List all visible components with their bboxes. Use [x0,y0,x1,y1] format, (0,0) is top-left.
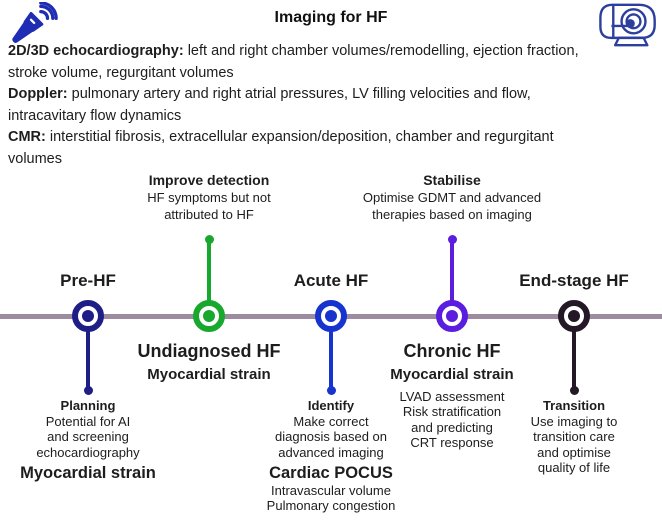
stem-cap-undiagnosed-hf [204,235,214,244]
note-line: Make correct [293,414,369,429]
marker-dot [446,310,458,322]
note-line: and optimise [537,444,611,460]
summary-line: CMR: interstitial fibrosis, extracellula… [8,127,658,149]
stage-label-pre-hf: Pre-HF [60,271,116,290]
marker-dot [325,310,337,322]
marker-dot [82,310,94,322]
stem-cap-acute-hf [326,386,336,395]
stem-end-stage-hf [572,330,576,390]
note-end-stage-hf: Transition Use imaging to transition car… [479,398,662,475]
summary-line: Doppler: pulmonary artery and right atri… [8,84,658,106]
note-heading: Transition [542,398,606,413]
stage-label-undiagnosed-hf: Undiagnosed HF [137,341,281,361]
note-line: and screening [47,429,129,445]
summary-line: 2D/3D echocardiography: left and right c… [8,41,658,63]
summary-line: stroke volume, regurgitant volumes [8,63,658,85]
detail-chronic-hf: LVAD assessment Risk stratification and … [357,389,547,450]
timeline-marker-acute-hf [315,300,347,332]
note-line: Intravascular volume [271,482,391,498]
modality-text: stroke volume, regurgitant volumes [8,64,234,81]
modality-text: interstitial fibrosis, extracellular exp… [45,129,554,145]
note-emphasis: Cardiac POCUS [269,463,393,482]
detail-line: and predicting [411,419,493,435]
modality-text: pulmonary artery and right atrial pressu… [67,86,531,102]
note-heading: Identify [307,398,355,413]
note-heading: Planning [60,398,116,413]
summary-line: intracavitary flow dynamics [8,106,658,128]
modality-text: volumes [8,150,62,167]
note-line: transition care [533,429,615,445]
callout-line: therapies based on imaging [372,207,532,222]
stage-label-end-stage-hf: End-stage HF [519,271,629,290]
note-line: Pulmonary congestion [266,498,396,514]
note-line: diagnosis based on [274,429,388,445]
note-line: echocardiography [36,444,140,460]
callout-stabilise: Stabilise Optimise GDMT and advanced the… [337,171,567,223]
imaging-modalities-summary: 2D/3D echocardiography: left and right c… [8,41,658,170]
note-line: quality of life [537,459,611,475]
callout-heading: Stabilise [423,172,481,188]
stage-label-acute-hf: Acute HF [293,271,369,290]
stem-chronic-hf [450,240,454,302]
note-acute-hf: Identify Make correct diagnosis based on… [236,398,426,513]
modality-label: CMR: [8,129,46,145]
stem-pre-hf [86,330,90,390]
note-line: Use imaging to [530,414,618,429]
stage-sublabel-chronic-hf: Myocardial strain [390,366,514,383]
callout-line: Optimise GDMT and advanced [362,190,542,205]
mri-scanner-icon [599,3,656,47]
modality-label: Doppler: [8,86,68,102]
note-pre-hf: Planning Potential for AI and screening … [0,398,183,483]
timeline-marker-pre-hf [72,300,104,332]
stem-cap-end-stage-hf [569,386,579,395]
stage-sublabel-undiagnosed-hf: Myocardial strain [147,366,271,383]
note-line: Potential for AI [45,414,131,429]
page-title: Imaging for HF [274,9,388,26]
ultrasound-probe-icon [12,2,58,43]
detail-line: Risk stratification [402,404,502,420]
modality-label: 2D/3D echocardiography: [8,43,184,59]
marker-dot [568,310,580,322]
detail-line: CRT response [410,434,494,450]
stage-label-chronic-hf: Chronic HF [403,341,501,361]
stem-undiagnosed-hf [207,240,211,302]
note-line: advanced imaging [278,444,384,460]
callout-heading: Improve detection [148,172,270,188]
note-emphasis: Myocardial strain [20,463,156,482]
callout-line: HF symptoms but not [147,190,271,205]
callout-improve-detection: Improve detection HF symptoms but not at… [94,171,324,223]
timeline-marker-undiagnosed-hf [193,300,225,332]
modality-text: intracavitary flow dynamics [8,107,182,124]
timeline-marker-chronic-hf [436,300,468,332]
stem-cap-pre-hf [83,386,93,395]
summary-line: volumes [8,149,658,171]
stem-acute-hf [329,330,333,390]
modality-text: left and right chamber volumes/remodelli… [183,43,579,59]
detail-line: LVAD assessment [399,389,505,404]
callout-line: attributed to HF [164,207,254,222]
stem-cap-chronic-hf [447,235,457,244]
timeline-marker-end-stage-hf [558,300,590,332]
marker-dot [203,310,215,322]
